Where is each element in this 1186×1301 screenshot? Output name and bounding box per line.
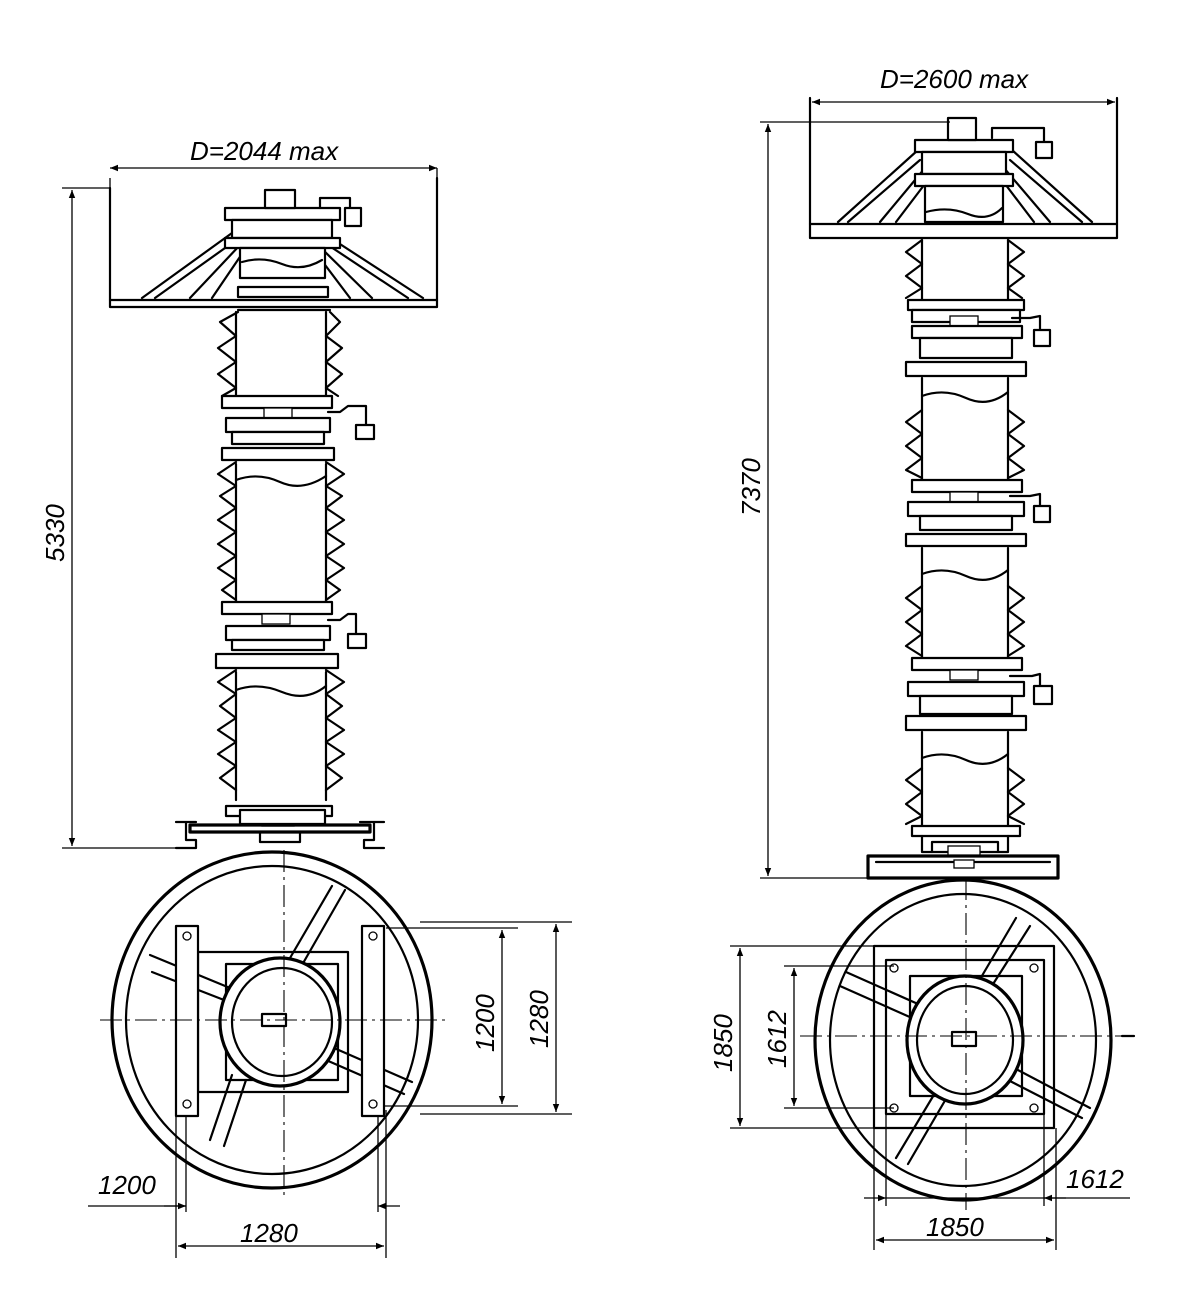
- right-assembly: D=2600 max 7370 1850 1612 1612 1850: [708, 64, 1136, 1250]
- left-insulator-column: [214, 308, 376, 827]
- left-diameter-label: D=2044 max: [190, 136, 339, 166]
- right-plan-inner-width-label: 1612: [1066, 1164, 1124, 1194]
- right-dimensions: D=2600 max 7370 1850 1612 1612 1850: [708, 64, 1130, 1250]
- right-diameter-label: D=2600 max: [880, 64, 1029, 94]
- left-height-label: 5330: [40, 504, 70, 562]
- right-base-frame: [760, 854, 1060, 880]
- left-assembly: D=2044 max 5330 1200 1280 1200 1280: [40, 136, 572, 1258]
- right-height-label: 7370: [736, 458, 766, 516]
- right-plan-view: [800, 878, 1136, 1210]
- left-dimensions: D=2044 max 5330 1200 1280 1200 1280: [40, 136, 572, 1258]
- right-insulator-column: [904, 238, 1054, 857]
- right-plan-outer-height-label: 1850: [708, 1014, 738, 1072]
- left-plan-outer-width-label: 1280: [240, 1218, 298, 1248]
- left-plan-outer-height-label: 1280: [524, 990, 554, 1048]
- left-plan-inner-height-label: 1200: [470, 994, 500, 1052]
- right-plan-outer-width-label: 1850: [926, 1212, 984, 1242]
- left-plan-inner-width-label: 1200: [98, 1170, 156, 1200]
- left-grading-ring: [108, 176, 439, 309]
- right-grading-ring: [808, 96, 1119, 240]
- left-plan-view: [100, 850, 450, 1195]
- right-plan-inner-height-label: 1612: [762, 1010, 792, 1068]
- left-base-frame: [62, 820, 386, 850]
